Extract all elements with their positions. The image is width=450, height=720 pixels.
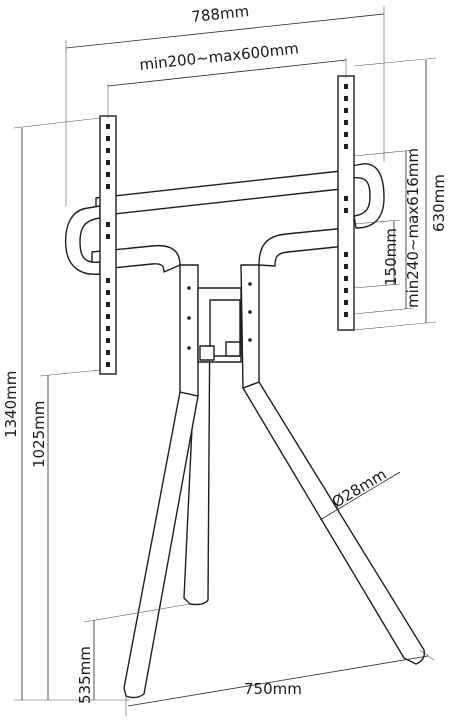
left-side-hook: [64, 205, 101, 275]
left-column: [179, 264, 199, 397]
ext-line-1025-top: [39, 369, 101, 377]
dim-line-vesa-h: [107, 59, 347, 87]
label-overall-width: 788mm: [191, 2, 250, 26]
label-foot-spread: 750mm: [244, 680, 302, 698]
ext-line-vesa-v-top: [353, 149, 415, 157]
label-vesa-vertical: min240~max616mm: [404, 148, 422, 308]
frame-clamp-left: [199, 345, 215, 361]
right-arm: [258, 227, 347, 267]
label-bracket-height: 630mm: [430, 174, 448, 232]
stand-artwork: [64, 75, 426, 699]
label-bracket-bottom-height: 1025mm: [30, 401, 48, 468]
dim-line-788: [65, 13, 385, 49]
right-bracket-holes: [344, 84, 348, 317]
top-crossbar: [95, 169, 351, 217]
left-bracket-holes: [106, 124, 110, 367]
label-foot-height: 535mm: [76, 646, 94, 704]
ext-line-535-top: [83, 603, 191, 623]
label-tube-diameter: Ø28mm: [329, 465, 390, 511]
column-bolt: [187, 286, 191, 290]
ext-line-630-bottom: [353, 321, 437, 331]
frame-clamp-right: [225, 341, 241, 357]
column-bolt: [248, 338, 252, 342]
left-vesa-bracket: [99, 115, 117, 375]
right-front-leg: [242, 381, 426, 665]
column-bolt: [187, 316, 191, 320]
ext-line-vesa-v-bottom: [353, 307, 415, 315]
label-total-height: 1340mm: [2, 371, 20, 438]
ext-line-150-bottom: [353, 283, 401, 289]
column-bolt: [248, 282, 252, 286]
label-vesa-horizontal: min200~max600mm: [139, 39, 300, 74]
dimension-lines: [13, 6, 437, 716]
right-column: [240, 264, 260, 389]
label-vertical-step: 150mm: [382, 228, 400, 286]
column-bolt: [187, 346, 191, 350]
back-leg: [183, 299, 211, 606]
ext-line-750-right: [419, 649, 435, 661]
right-side-hook: [351, 163, 385, 229]
ext-line-1340-top: [13, 117, 101, 129]
ext-line-150-top: [353, 219, 401, 225]
dim-line-750: [127, 655, 429, 707]
column-bolt: [248, 310, 252, 314]
ext-line-630-top: [353, 57, 437, 67]
leader-diameter: [319, 471, 401, 521]
